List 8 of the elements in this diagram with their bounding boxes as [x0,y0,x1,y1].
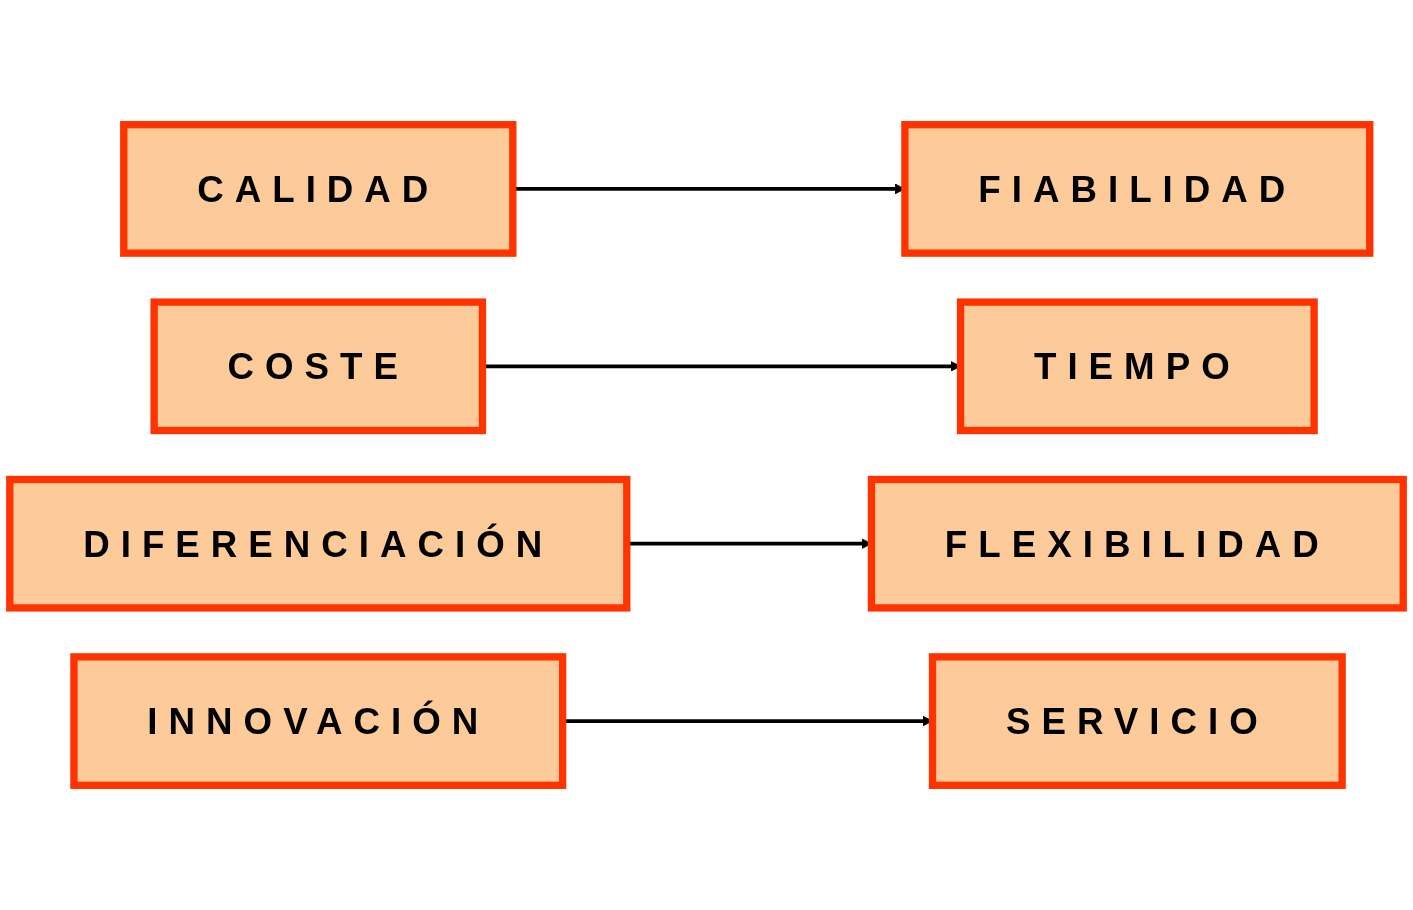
node-box: COSTE [150,298,487,435]
node-box: DIFERENCIACIÓN [6,475,631,612]
node-box: INNOVACIÓN [70,653,567,789]
node-box: FIABILIDAD [901,121,1374,257]
node-box: SERVICIO [928,653,1346,789]
node-box: CALIDAD [120,121,517,257]
node-box: FLEXIBILIDAD [867,475,1407,612]
node-box: TIEMPO [956,298,1318,435]
